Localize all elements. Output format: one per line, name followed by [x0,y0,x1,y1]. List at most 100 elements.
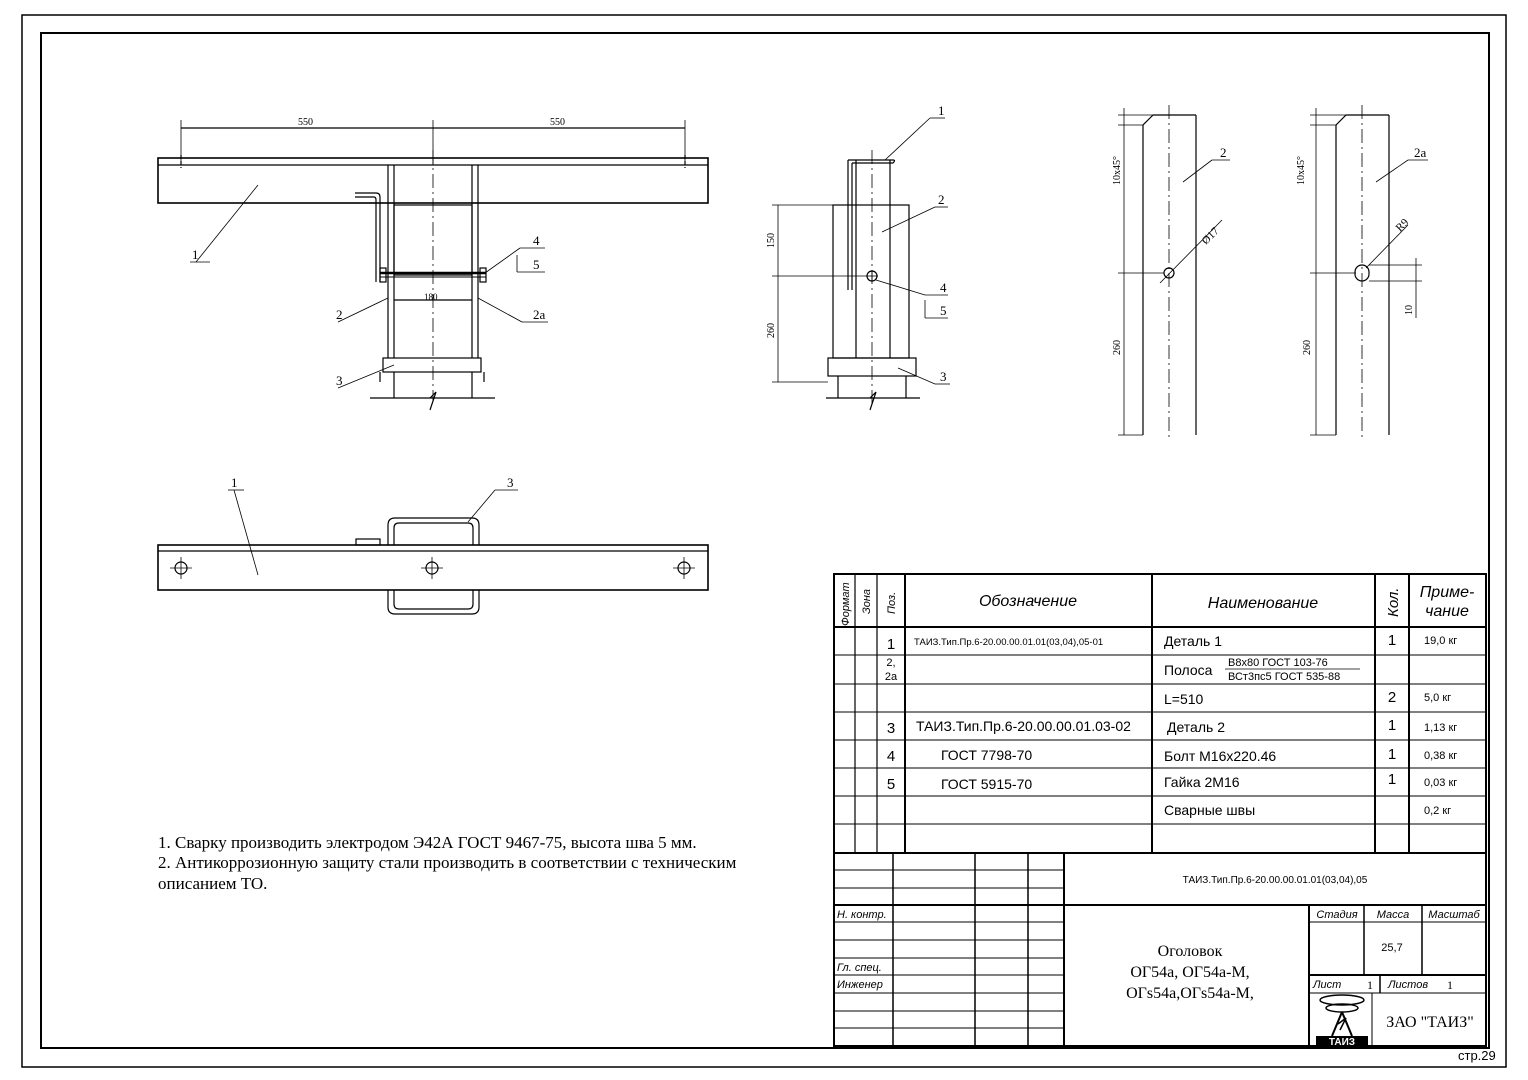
row2-pos-a: 2, [886,657,895,669]
row4-designation: ТАИЗ.Тип.Пр.6-20.00.00.01.03-02 [916,718,1131,734]
outer-frame [21,14,1507,1068]
side-callout-5: 5 [940,303,947,318]
row1-qty: 1 [1388,632,1396,649]
dim-180: 180 [424,292,438,302]
side-callout-2: 2 [938,192,945,207]
role-gl-spec: Гл. спец. [837,962,882,974]
doc-code: ТАИЗ.Тип.Пр.6-20.00.00.01.01(03,04),05 [1183,875,1368,886]
row2-frac-top: В8х80 ГОСТ 103-76 [1228,657,1328,669]
title-block-grid [833,852,1487,1047]
sheets-value: 1 [1447,978,1453,992]
row5-name: Болт М16х220.46 [1164,748,1276,764]
header-format: Формат [840,582,852,626]
mass-value: 25,7 [1381,942,1402,954]
dim-150: 150 [766,233,777,248]
company-name: ЗАО "ТАИЗ" [1386,1014,1474,1031]
row3-note: 5,0 кг [1424,692,1451,704]
taiz-logo: ТАИЗ [1316,994,1368,1048]
callout-3: 3 [336,373,343,388]
length-dim-260-2a: 260 [1302,340,1313,355]
row1-note: 19,0 кг [1424,635,1457,647]
row5-pos: 4 [887,748,895,765]
detail-2a-callout: 2а [1414,145,1427,160]
callout-5: 5 [533,257,540,272]
role-n-kontr: Н. контр. [837,909,887,921]
title-line-3: ОГs54а,ОГs54а-М, [1126,985,1254,1002]
row1-name: Деталь 1 [1164,633,1222,649]
dim-right-550: 550 [550,117,565,128]
sheet-value: 1 [1367,978,1373,992]
logo-text: ТАИЗ [1329,1037,1355,1048]
header-note-line1: Приме- [1420,584,1475,601]
length-dim-260: 260 [1112,340,1123,355]
header-qty: Кол. [1385,588,1402,617]
chamfer-dim: 10х45° [1112,156,1123,185]
plan-callout-1: 1 [231,475,238,490]
stage-label: Стадия [1316,909,1357,921]
dim-260: 260 [766,323,777,338]
scale-label: Масштаб [1428,909,1480,921]
row2-frac-bottom: ВСт3пс5 ГОСТ 535-88 [1228,671,1340,683]
row4-note: 1,13 кг [1424,722,1457,734]
hole-diameter: Ø17 [1200,225,1222,247]
detail-2-view [1118,105,1230,440]
note-1: 1. Сварку производить электродом Э42А ГО… [158,833,697,852]
row1-pos: 1 [887,636,895,653]
title-line-2: ОГ54а, ОГ54а-М, [1130,964,1249,981]
title-line-1: Оголовок [1158,943,1223,960]
detail-2a-view [1310,105,1428,440]
dim-left-550: 550 [298,117,313,128]
row4-pos: 3 [887,720,895,737]
inner-frame [40,32,1490,1049]
header-zone: Зона [861,589,873,614]
header-note-line2: чание [1425,603,1469,620]
side-view-labels: 150 260 1 2 3 4 5 [766,103,947,384]
note-2-cont: описанием ТО. [158,874,267,893]
callout-1: 1 [192,247,199,262]
lightning-icon [1337,1017,1347,1031]
notes: 1. Сварку производить электродом Э42А ГО… [158,833,737,893]
row3-qty: 2 [1388,689,1396,706]
side-view [772,117,950,411]
row6-pos: 5 [887,776,895,793]
plan-view [157,489,709,615]
spec-table-headers: Формат Зона Поз. Обозначение Наименовани… [840,582,1474,626]
title-block-text: ТАИЗ.Тип.Пр.6-20.00.00.01.01(03,04),05 Н… [837,875,1480,1031]
row6-designation: ГОСТ 5915-70 [941,776,1032,792]
row1-designation: ТАИЗ.Тип.Пр.6-20.00.00.01.01(03,04),05-0… [914,637,1103,648]
insulator-icon [1319,994,1365,1006]
row5-designation: ГОСТ 7798-70 [941,747,1032,763]
plan-callout-3: 3 [507,475,514,490]
slot-radius: R9 [1394,216,1412,234]
spec-table-rows: 1 ТАИЗ.Тип.Пр.6-20.00.00.01.01(03,04),05… [885,632,1457,818]
detail-2a-labels: 10х45° 260 10 R9 2а [1296,145,1427,355]
header-pos: Поз. [886,592,898,614]
sheet-label: Лист [1312,979,1341,991]
row6-qty: 1 [1388,771,1396,788]
slot-dim-10: 10 [1404,305,1415,315]
front-view-labels: 550 550 180 1 2 2а 3 4 5 [192,117,565,388]
callout-2: 2 [336,307,343,322]
sheets-label: Листов [1387,979,1428,991]
note-2: 2. Антикоррозионную защиту стали произво… [158,853,737,872]
row6-name: Гайка 2М16 [1164,774,1240,790]
side-callout-1: 1 [938,103,945,118]
row3-name: L=510 [1164,691,1204,707]
plan-view-labels: 1 3 [231,475,514,490]
row5-note: 0,38 кг [1424,750,1457,762]
side-callout-4: 4 [940,280,947,295]
header-designation: Обозначение [979,593,1077,610]
row2-pos-b: 2а [885,671,898,683]
chamfer-dim-2a: 10х45° [1296,156,1307,185]
mass-label: Масса [1377,909,1410,921]
row4-qty: 1 [1388,717,1396,734]
front-view [157,120,709,411]
row6-note: 0,03 кг [1424,777,1457,789]
page-number: стр.29 [1458,1048,1496,1063]
callout-4: 4 [533,233,540,248]
row7-note: 0,2 кг [1424,805,1451,817]
role-engineer: Инженер [837,979,883,991]
side-callout-3: 3 [940,369,947,384]
row2-name: Полоса [1164,662,1213,678]
